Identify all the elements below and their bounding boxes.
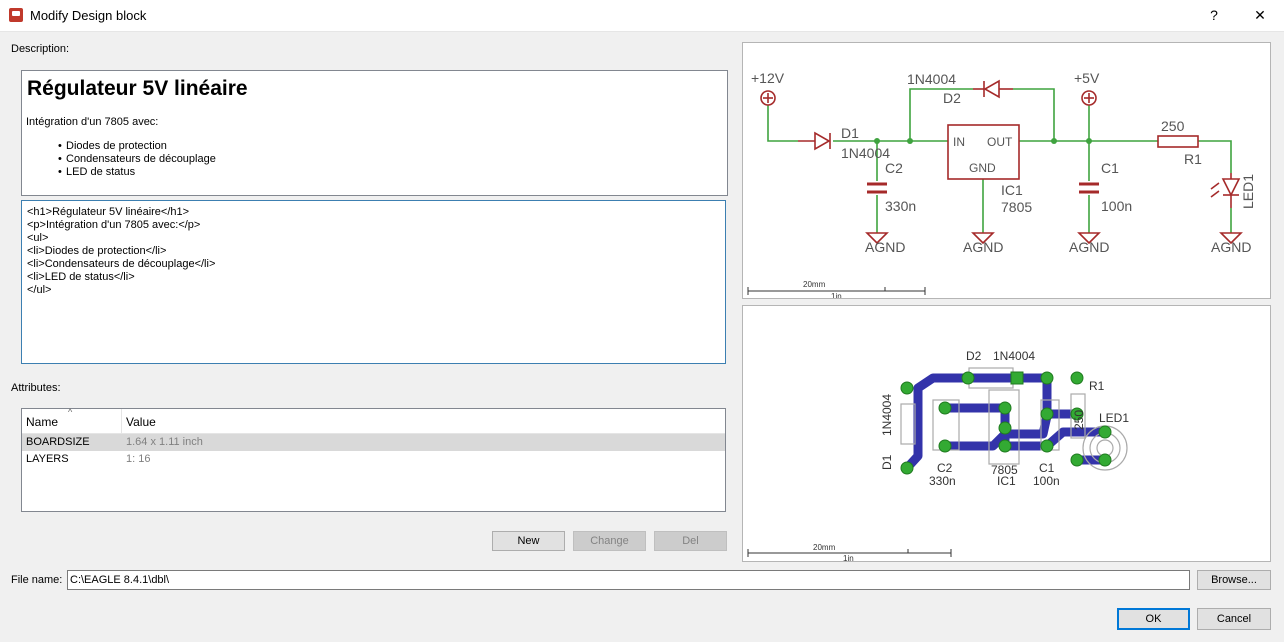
attribute-value: 1.64 x 1.11 inch: [126, 436, 203, 448]
board-r1-label: R1: [1089, 379, 1105, 393]
preview-heading: Régulateur 5V linéaire: [27, 77, 248, 100]
board-c2-label: C2: [937, 461, 953, 475]
scale-mm-label: 20mm: [803, 280, 826, 289]
board-c2-value: 330n: [929, 474, 956, 488]
ground-label: AGND: [865, 239, 905, 255]
column-header-value[interactable]: Value: [126, 415, 156, 429]
d2-value-label: 1N4004: [907, 71, 956, 87]
c1-value-label: 100n: [1101, 198, 1132, 214]
d1-value-label: 1N4004: [841, 145, 890, 161]
board-d2-value: 1N4004: [993, 349, 1035, 363]
description-label: Description:: [11, 43, 70, 55]
supply-12v-label: +12V: [751, 70, 785, 86]
board-c1-label: C1: [1039, 461, 1055, 475]
board-led-label: LED1: [1099, 411, 1129, 425]
description-source-editor[interactable]: <h1>Régulateur 5V linéaire</h1> <p>Intég…: [21, 200, 726, 364]
ic-name-label: IC1: [1001, 182, 1023, 198]
board-scale-mm-label: 20mm: [813, 543, 836, 552]
window-title: Modify Design block: [30, 8, 147, 23]
preview-paragraph: Intégration d'un 7805 avec:: [26, 116, 159, 128]
board-d1-value: 1N4004: [880, 394, 894, 436]
file-name-label: File name:: [11, 574, 63, 586]
attribute-value: 1: 16: [126, 453, 151, 465]
attribute-name: LAYERS: [26, 453, 69, 465]
board-c1-value: 100n: [1033, 474, 1060, 488]
table-row[interactable]: BOARDSIZE 1.64 x 1.11 inch: [22, 434, 725, 451]
table-row[interactable]: LAYERS 1: 16: [22, 451, 725, 468]
supply-5v-label: +5V: [1074, 70, 1100, 86]
close-button[interactable]: ✕: [1254, 7, 1266, 23]
browse-button[interactable]: Browse...: [1197, 570, 1271, 590]
file-name-input[interactable]: C:\EAGLE 8.4.1\dbl\: [67, 570, 1190, 590]
c2-value-label: 330n: [885, 198, 916, 214]
c2-name-label: C2: [885, 160, 903, 176]
eagle-app-icon: [9, 8, 23, 22]
ic-pin-out: OUT: [987, 135, 1013, 149]
led-name-label: LED1: [1240, 174, 1256, 209]
ic-value-label: 7805: [1001, 199, 1032, 215]
board-d1-label: D1: [880, 454, 894, 470]
ic-pin-gnd: GND: [969, 161, 996, 175]
board-ic-value: 7805: [991, 463, 1018, 477]
r1-value-label: 250: [1161, 118, 1185, 134]
d1-name-label: D1: [841, 125, 859, 141]
column-header-name[interactable]: Name: [26, 415, 59, 429]
board-r1-value: 250: [1072, 410, 1086, 430]
board-preview: D2 1N4004 R1 LED1 1N4004 D1 250 C2 330n …: [742, 305, 1271, 563]
description-preview: Régulateur 5V linéaire Intégration d'un …: [21, 70, 728, 196]
help-button[interactable]: ?: [1210, 7, 1218, 23]
attributes-table[interactable]: Name ^ Value BOARDSIZE 1.64 x 1.11 inch …: [21, 407, 726, 512]
list-item: LED de status: [58, 166, 216, 179]
ok-button[interactable]: OK: [1117, 608, 1190, 630]
schematic-preview: +12V +5V 1N4004 D2 D1 1N4004 C2 330n C1 …: [742, 42, 1271, 301]
ic-pin-in: IN: [953, 135, 965, 149]
schematic-drawing: +12V +5V 1N4004 D2 D1 1N4004 C2 330n C1 …: [747, 70, 1256, 301]
board-ic-label: IC1: [997, 474, 1016, 488]
c1-name-label: C1: [1101, 160, 1119, 176]
list-item: Diodes de protection: [58, 140, 216, 153]
attributes-label: Attributes:: [11, 382, 61, 394]
ground-label: AGND: [1211, 239, 1251, 255]
description-source-text: <h1>Régulateur 5V linéaire</h1> <p>Intég…: [27, 206, 216, 296]
scale-in-label: 1in: [831, 292, 842, 298]
change-attribute-button[interactable]: Change: [573, 531, 646, 551]
board-drawing: D2 1N4004 R1 LED1 1N4004 D1 250 C2 330n …: [747, 349, 1129, 563]
ground-label: AGND: [963, 239, 1003, 255]
list-item: Condensateurs de découplage: [58, 153, 216, 166]
preview-bullet-list: Diodes de protection Condensateurs de dé…: [58, 140, 216, 179]
d2-name-label: D2: [943, 90, 961, 106]
ground-label: AGND: [1069, 239, 1109, 255]
attribute-name: BOARDSIZE: [26, 436, 90, 448]
board-d2-label: D2: [966, 349, 982, 363]
r1-name-label: R1: [1184, 151, 1202, 167]
new-attribute-button[interactable]: New: [492, 531, 565, 551]
board-scale-in-label: 1in: [843, 554, 854, 561]
delete-attribute-button[interactable]: Del: [654, 531, 727, 551]
title-bar: Modify Design block ? ✕: [0, 0, 1284, 32]
column-divider[interactable]: [121, 409, 122, 433]
table-header: Name ^ Value: [22, 407, 725, 434]
sort-ascending-icon: ^: [68, 407, 73, 417]
cancel-button[interactable]: Cancel: [1197, 608, 1271, 630]
